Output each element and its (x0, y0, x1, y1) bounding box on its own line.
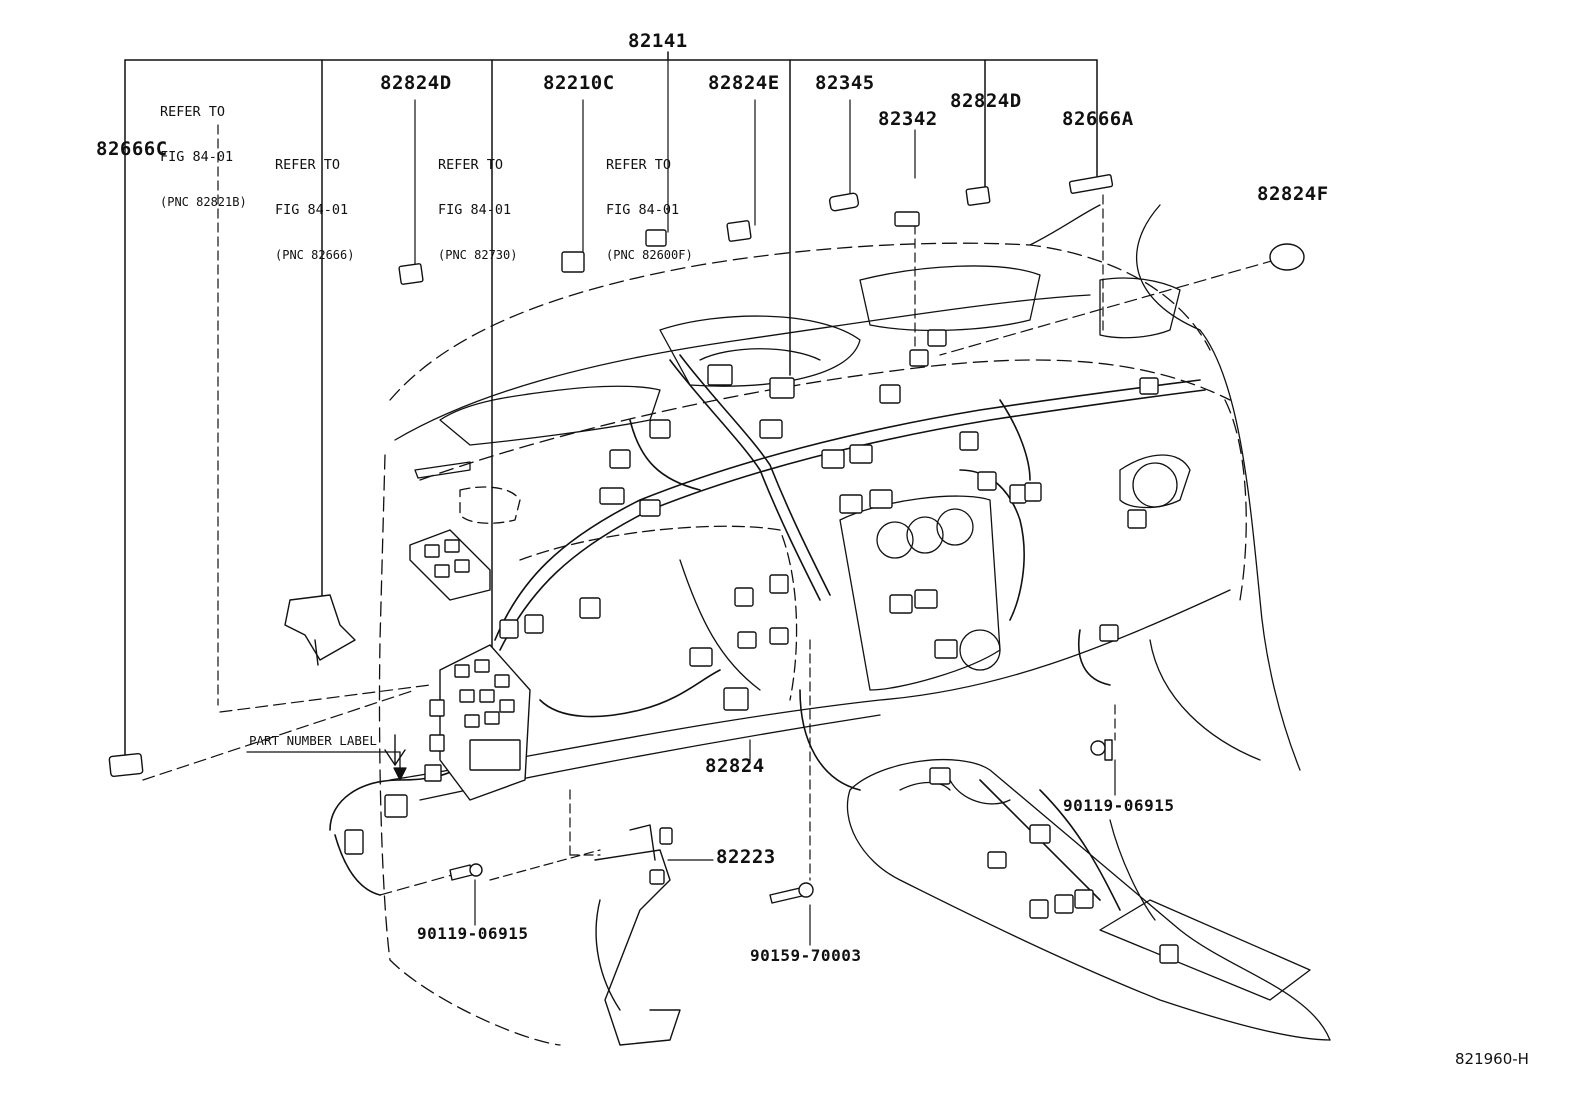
reference-line: FIG 84-01 (438, 202, 512, 218)
reference-line: FIG 84-01 (275, 202, 349, 218)
junction-block (424, 644, 531, 801)
callout-82824E: 82824E (708, 72, 780, 94)
part-number-label-note: PART NUMBER LABEL (249, 733, 377, 748)
wire-harness (329, 354, 1206, 911)
center-stack (876, 462, 1178, 671)
callout-bolt-left: 90119-06915 (417, 924, 529, 943)
dashboard-outline (378, 204, 1301, 1046)
connectors (108, 174, 1305, 964)
callout-82824F: 82824F (1257, 183, 1329, 205)
reference-line: FIG 84-01 (606, 202, 680, 218)
reference-line: (PNC 82730) (438, 248, 518, 262)
reference-line: FIG 84-01 (160, 149, 234, 165)
callout-82666C: 82666C (96, 138, 168, 160)
callout-82210C: 82210C (543, 72, 615, 94)
bolts (384, 734, 1113, 904)
callout-82223: 82223 (716, 846, 776, 868)
reference-note-82821B: REFER TO FIG 84-01 (PNC 82821B) (160, 75, 247, 240)
reference-note-82730: REFER TO FIG 84-01 (PNC 82730) (438, 128, 517, 293)
callout-82342: 82342 (878, 108, 938, 130)
reference-line: (PNC 82821B) (160, 195, 247, 209)
callout-82824D-right: 82824D (950, 90, 1022, 112)
reference-line: REFER TO (438, 157, 504, 173)
reference-line: (PNC 82600F) (606, 248, 693, 262)
callout-82345: 82345 (815, 72, 875, 94)
reference-note-82600F: REFER TO FIG 84-01 (PNC 82600F) (606, 128, 693, 293)
reference-line: REFER TO (275, 157, 341, 173)
pedal-assembly (594, 824, 681, 1046)
callout-82824: 82824 (705, 755, 765, 777)
label-pointer (246, 751, 407, 781)
switch-cluster (284, 529, 491, 666)
figure-id: 821960-H (1455, 1050, 1529, 1068)
callout-82824D-left: 82824D (380, 72, 452, 94)
bracket-82141 (124, 51, 1098, 761)
reference-line: REFER TO (160, 104, 226, 120)
callout-82141: 82141 (628, 30, 688, 52)
callout-bolt-right: 90119-06915 (1063, 796, 1175, 815)
callout-screw-center: 90159-70003 (750, 946, 862, 965)
reference-line: REFER TO (606, 157, 672, 173)
callout-82666A: 82666A (1062, 108, 1134, 130)
reference-line: (PNC 82666) (275, 248, 355, 262)
center-console (846, 759, 1331, 1041)
reference-note-82666: REFER TO FIG 84-01 (PNC 82666) (275, 128, 354, 293)
